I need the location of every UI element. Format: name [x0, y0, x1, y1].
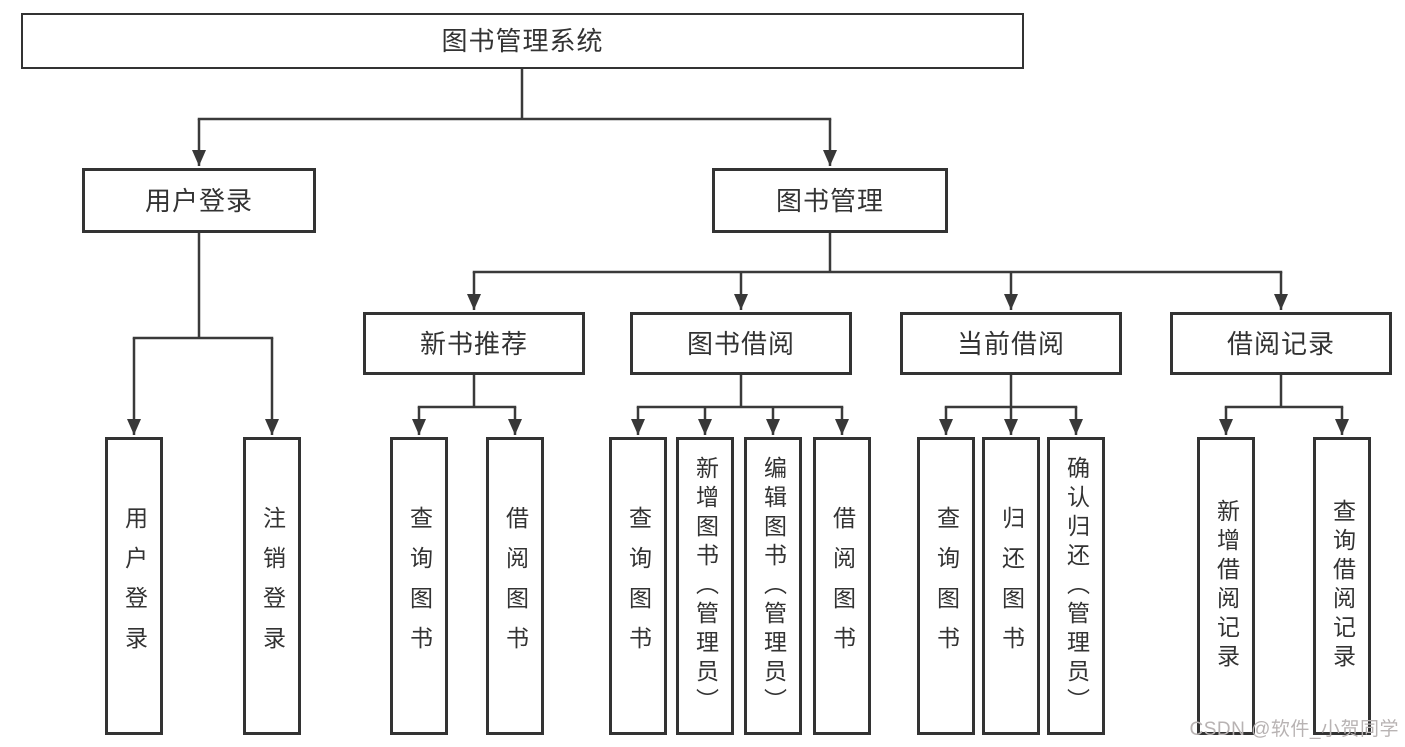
node-book-borrowing: 图书借阅 — [630, 312, 852, 375]
leaf-query-borrow-record: 查询借阅记录 — [1313, 437, 1371, 735]
node-label: 当前借阅 — [956, 328, 1065, 359]
leaf-label: 借阅图书 — [829, 506, 856, 666]
connector-arrows — [127, 119, 1349, 435]
leaf-label: 查询图书 — [406, 506, 433, 666]
node-borrowing-records: 借阅记录 — [1170, 312, 1392, 375]
node-book-management: 图书管理 — [712, 168, 948, 233]
leaf-query-books-borrowing: 查询图书 — [609, 437, 667, 735]
node-label: 图书管理系统 — [441, 26, 604, 56]
node-label: 图书借阅 — [686, 328, 795, 359]
leaf-borrow-books-borrowing: 借阅图书 — [813, 437, 871, 735]
node-label: 用户登录 — [144, 185, 253, 216]
node-label: 新书推荐 — [419, 328, 528, 359]
leaf-user-login: 用户登录 — [105, 437, 163, 735]
leaf-label: 查询借阅记录 — [1329, 499, 1356, 673]
leaf-label: 查询图书 — [933, 506, 960, 666]
leaf-label: 确认归还（管理员） — [1063, 455, 1090, 717]
node-label: 借阅记录 — [1226, 328, 1335, 359]
leaf-label: 借阅图书 — [502, 506, 529, 666]
leaf-add-books-admin: 新增图书（管理员） — [676, 437, 734, 735]
leaf-label: 查询图书 — [625, 506, 652, 666]
node-new-book-recommend: 新书推荐 — [363, 312, 585, 375]
leaf-label: 编辑图书（管理员） — [760, 455, 787, 717]
leaf-confirm-return-admin: 确认归还（管理员） — [1047, 437, 1105, 735]
leaf-return-books: 归还图书 — [982, 437, 1040, 735]
leaf-logout: 注销登录 — [243, 437, 301, 735]
leaf-label: 新增图书（管理员） — [692, 455, 719, 717]
node-current-borrowing: 当前借阅 — [900, 312, 1122, 375]
leaf-query-books-current: 查询图书 — [917, 437, 975, 735]
watermark-text: CSDN @软件_小贺同学 — [1189, 719, 1399, 740]
leaf-edit-books-admin: 编辑图书（管理员） — [744, 437, 802, 735]
leaf-label: 用户登录 — [121, 506, 148, 666]
leaf-label: 注销登录 — [259, 506, 286, 666]
node-label: 图书管理 — [775, 185, 884, 216]
leaf-label: 归还图书 — [998, 506, 1025, 666]
leaf-query-books-recommend: 查询图书 — [390, 437, 448, 735]
leaf-add-borrow-record: 新增借阅记录 — [1197, 437, 1255, 735]
node-user-login: 用户登录 — [82, 168, 316, 233]
node-library-management-system: 图书管理系统 — [21, 13, 1024, 69]
leaf-label: 新增借阅记录 — [1213, 499, 1240, 673]
leaf-borrow-books-recommend: 借阅图书 — [486, 437, 544, 735]
